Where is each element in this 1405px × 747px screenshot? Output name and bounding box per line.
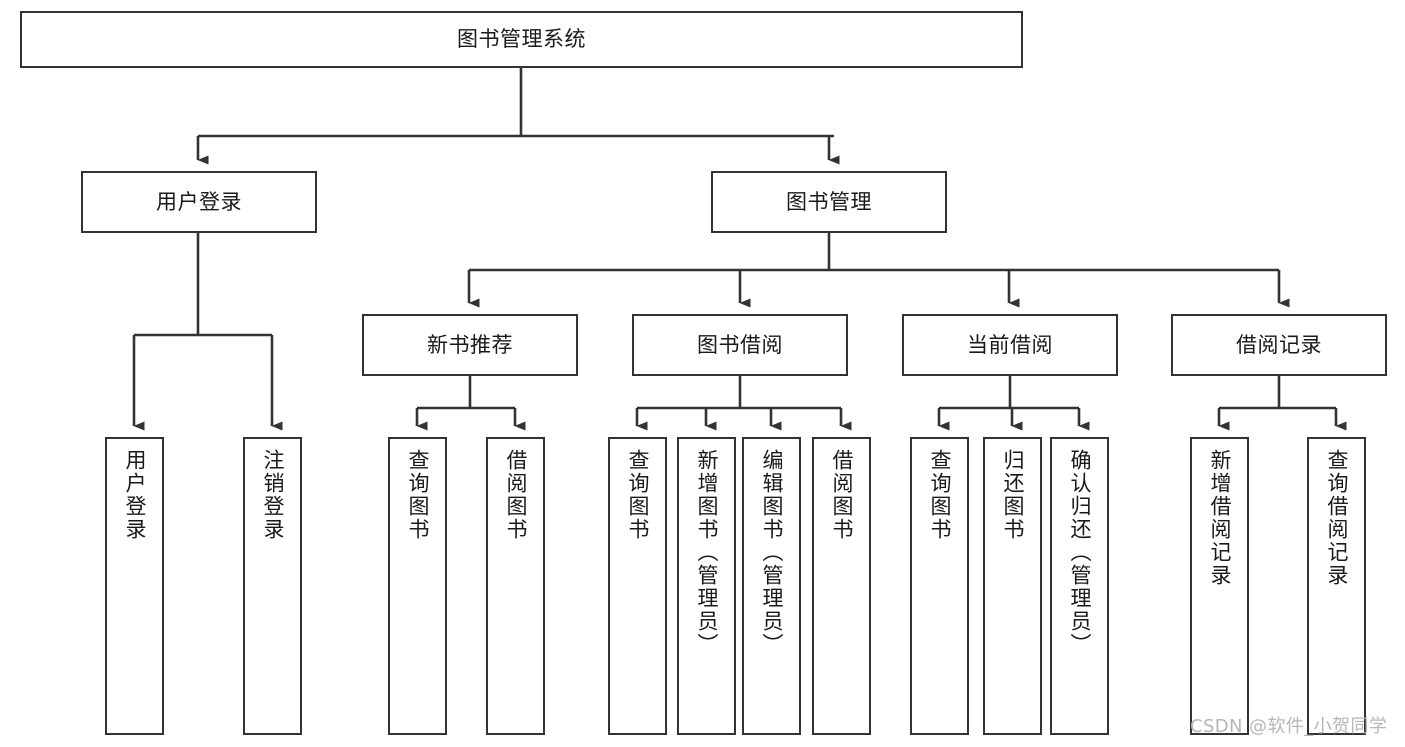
node-book-borrow[interactable]: 图书借阅 <box>632 314 848 376</box>
node-leaf-confirm-return[interactable]: 确认归还（管理员） <box>1050 437 1109 735</box>
node-leaf-add-record[interactable]: 新增借阅记录 <box>1190 437 1249 735</box>
node-label: 借阅图书 <box>504 449 528 541</box>
node-leaf-user-login[interactable]: 用户登录 <box>105 437 164 735</box>
node-leaf-query-book-3[interactable]: 查询图书 <box>910 437 969 735</box>
csdn-watermark: CSDN @软件_小贺同学 <box>1190 716 1388 737</box>
node-label: 查询图书 <box>406 449 430 541</box>
node-label: 查询借阅记录 <box>1325 449 1349 587</box>
node-label: 归还图书 <box>1001 449 1025 541</box>
node-label: 新增图书（管理员） <box>695 449 719 656</box>
node-leaf-borrow-book-1[interactable]: 借阅图书 <box>486 437 545 735</box>
node-label: 用户登录 <box>123 449 147 541</box>
node-leaf-return-book[interactable]: 归还图书 <box>983 437 1042 735</box>
node-label: 当前借阅 <box>967 332 1053 357</box>
node-leaf-logout[interactable]: 注销登录 <box>243 437 302 735</box>
node-label: 图书借阅 <box>697 332 783 357</box>
node-leaf-edit-book[interactable]: 编辑图书（管理员） <box>742 437 801 735</box>
node-label: 确认归还（管理员） <box>1068 449 1092 656</box>
node-root-system[interactable]: 图书管理系统 <box>20 11 1023 68</box>
node-current-borrow[interactable]: 当前借阅 <box>902 314 1118 376</box>
node-book-manage[interactable]: 图书管理 <box>711 171 947 233</box>
node-borrow-record[interactable]: 借阅记录 <box>1171 314 1387 376</box>
node-label: 编辑图书（管理员） <box>760 449 784 656</box>
node-label: 借阅图书 <box>830 449 854 541</box>
node-leaf-query-record[interactable]: 查询借阅记录 <box>1307 437 1366 735</box>
node-label: 注销登录 <box>261 449 285 541</box>
node-label: 查询图书 <box>626 449 650 541</box>
node-label: 借阅记录 <box>1236 332 1322 357</box>
node-leaf-query-book-1[interactable]: 查询图书 <box>388 437 447 735</box>
node-label: 用户登录 <box>156 189 242 214</box>
node-leaf-query-book-2[interactable]: 查询图书 <box>608 437 667 735</box>
node-leaf-borrow-book-2[interactable]: 借阅图书 <box>812 437 871 735</box>
node-new-book-recommend[interactable]: 新书推荐 <box>362 314 578 376</box>
node-label: 图书管理 <box>786 189 872 214</box>
node-label: 查询图书 <box>928 449 952 541</box>
node-user-login[interactable]: 用户登录 <box>81 171 317 233</box>
node-label: 图书管理系统 <box>457 27 586 52</box>
node-label: 新增借阅记录 <box>1208 449 1232 587</box>
node-label: 新书推荐 <box>427 332 513 357</box>
node-leaf-add-book[interactable]: 新增图书（管理员） <box>677 437 736 735</box>
